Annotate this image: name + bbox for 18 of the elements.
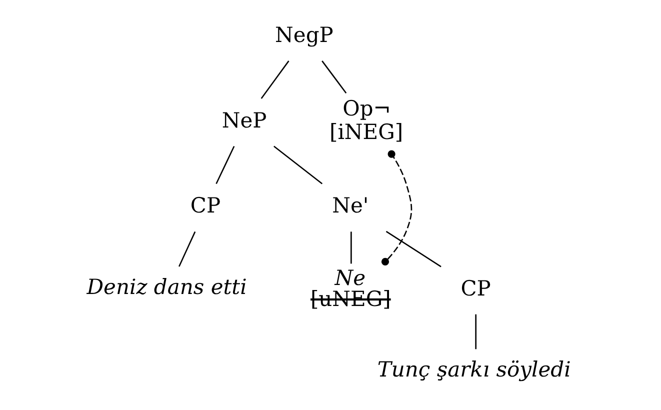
node-text: CP (460, 276, 491, 300)
node-text: Ne [uNEG] (310, 266, 391, 311)
connector (381, 150, 412, 266)
connector (386, 230, 442, 268)
node-text: NegP (275, 23, 334, 48)
connector (178, 231, 196, 267)
connector (350, 232, 352, 264)
node-text: Op¬ [iNEG] (330, 96, 404, 144)
connector (274, 146, 323, 184)
connector (322, 60, 347, 94)
connector (475, 314, 476, 350)
connector (216, 146, 235, 184)
node-text: Tunç şarkı söyledi (377, 358, 571, 382)
node-text: Ne' (332, 194, 369, 218)
node-text: NeP (222, 108, 267, 132)
node-text: CP (190, 194, 221, 218)
node-text: Deniz dans etti (86, 274, 247, 299)
connector (260, 60, 290, 99)
